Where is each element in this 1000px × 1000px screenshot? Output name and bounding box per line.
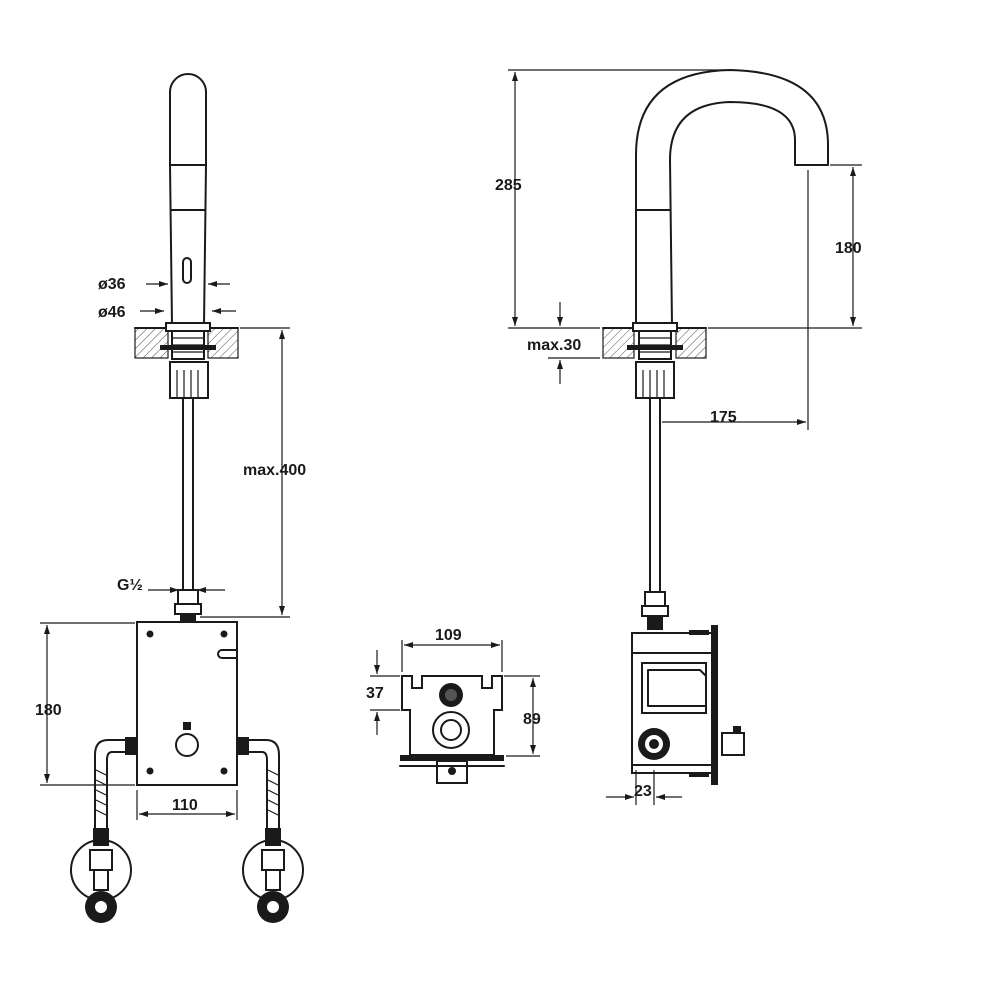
dim-module-height-89: 89 [504,675,541,757]
dim-label-box-width: 110 [172,797,198,814]
dim-label-box-height: 180 [35,702,62,719]
dim-label-module-width: 109 [435,627,462,644]
side-control-module [631,625,745,785]
dim-label-total-height: 285 [495,177,522,194]
dim-label-dia-36: ø36 [98,276,126,293]
front-angle-valve-left [70,828,132,923]
dim-max-30: max.30 [527,302,600,384]
front-braided-hoses [94,737,280,831]
dim-max-400: max.400 [200,327,306,618]
dim-total-285: 285 [495,69,728,329]
dim-box-height-180: 180 [35,622,135,786]
front-base-fixing [160,322,216,399]
module-top-view: 109 37 89 [366,627,541,784]
dim-label-module-height: 89 [523,711,541,728]
dim-label-max-thickness: max.30 [527,337,581,354]
side-gooseneck-spout [635,69,829,326]
dim-label-thread: G½ [117,577,143,594]
sensor-window-icon [182,257,192,284]
front-control-box [136,621,238,786]
front-view: ø36 ø46 max.400 G½ 180 110 [35,73,306,923]
side-hose [641,397,669,630]
front-angle-valve-right [242,828,304,923]
dim-box-width-110: 110 [136,790,238,820]
dim-label-max-400: max.400 [243,462,306,479]
dim-dia-36: ø36 [98,276,230,293]
dim-module-offset-23: 23 [606,770,682,805]
dim-label-reach: 175 [710,409,737,426]
dim-thread-g12: G½ [117,577,225,594]
dim-label-outlet-height: 180 [835,240,862,257]
front-spout [169,73,207,326]
dim-label-module-top: 37 [366,685,384,702]
dim-dia-46: ø46 [98,304,236,321]
front-counter-slab [134,327,239,359]
side-counter-slab [602,327,707,359]
dim-label-dia-46: ø46 [98,304,126,321]
front-hose [174,397,202,622]
dim-label-module-offset: 23 [634,783,652,800]
dim-module-top-37: 37 [366,650,400,735]
dim-module-width-109: 109 [401,627,503,672]
side-view: 285 180 175 max.30 23 [495,69,862,805]
dim-outlet-180: 180 [708,164,862,329]
side-base-fixing [627,322,683,399]
dim-reach-175: 175 [662,170,809,430]
